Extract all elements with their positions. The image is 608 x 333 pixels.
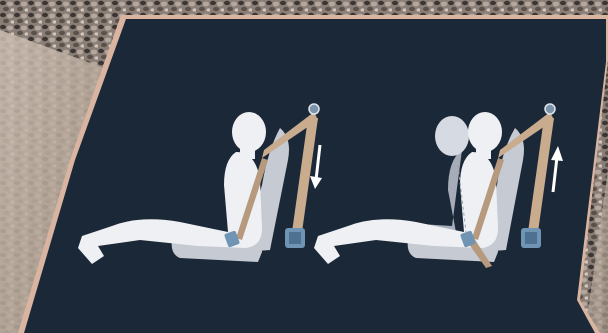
retractor-detail <box>525 232 537 244</box>
occupant-neck <box>240 145 255 159</box>
occupant-neck <box>476 145 491 159</box>
occupant-head-forward <box>435 116 469 156</box>
belt-anchor-icon <box>545 104 555 114</box>
retractor-detail <box>289 232 301 244</box>
belt-anchor-icon <box>309 104 319 114</box>
